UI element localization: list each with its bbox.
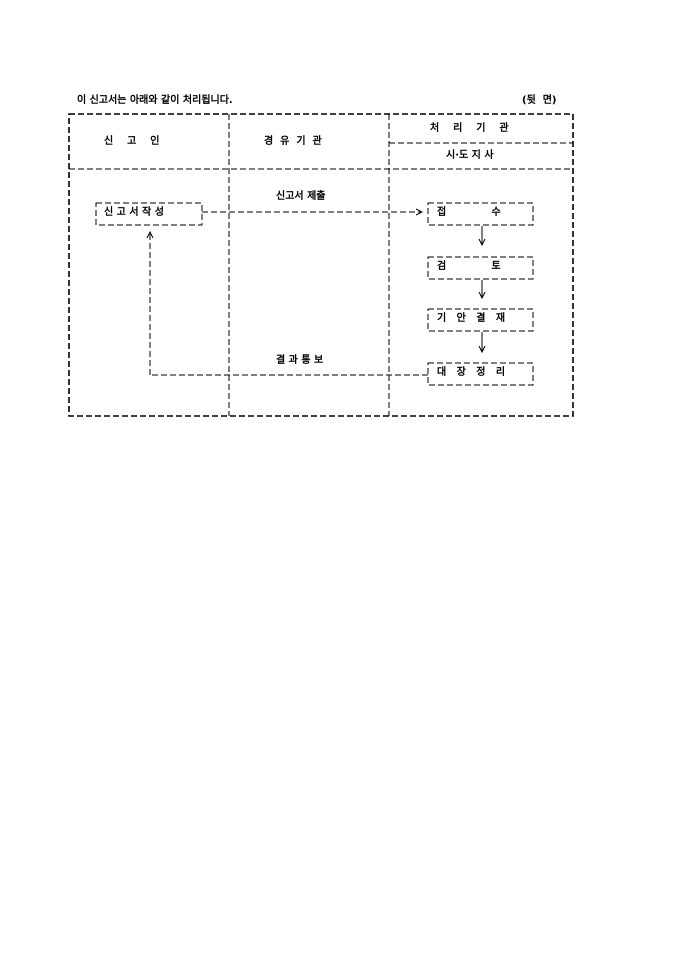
step-label-receive: 접 수	[437, 207, 501, 218]
process-note: 이 신고서는 아래와 같이 처리됩니다.	[77, 95, 233, 106]
step-box-approval	[427, 308, 534, 332]
result-label: 결 과 통 보	[276, 355, 324, 366]
submit-label: 신고서 제출	[276, 191, 326, 202]
page-side-label: (뒷 면)	[522, 95, 557, 106]
column-header-processing-agency: 처 리 기 관	[430, 123, 509, 134]
column-header-via-agency: 경 유 기 관	[264, 136, 322, 147]
step-box-receive	[427, 202, 534, 226]
step-box-review	[427, 256, 534, 280]
step-label-approval: 기 안 결 재	[437, 313, 506, 324]
step-label-review: 검 토	[437, 261, 501, 272]
write-form-box	[95, 202, 203, 226]
write-form-label: 신 고 서 작 성	[104, 207, 164, 218]
outer-frame	[68, 113, 574, 417]
step-label-registry: 대 장 정 리	[437, 367, 506, 378]
column-header-applicant: 신 고 인	[104, 136, 160, 147]
step-box-registry	[427, 362, 534, 386]
column-subheader-governor: 시·도 지 사	[446, 150, 494, 161]
